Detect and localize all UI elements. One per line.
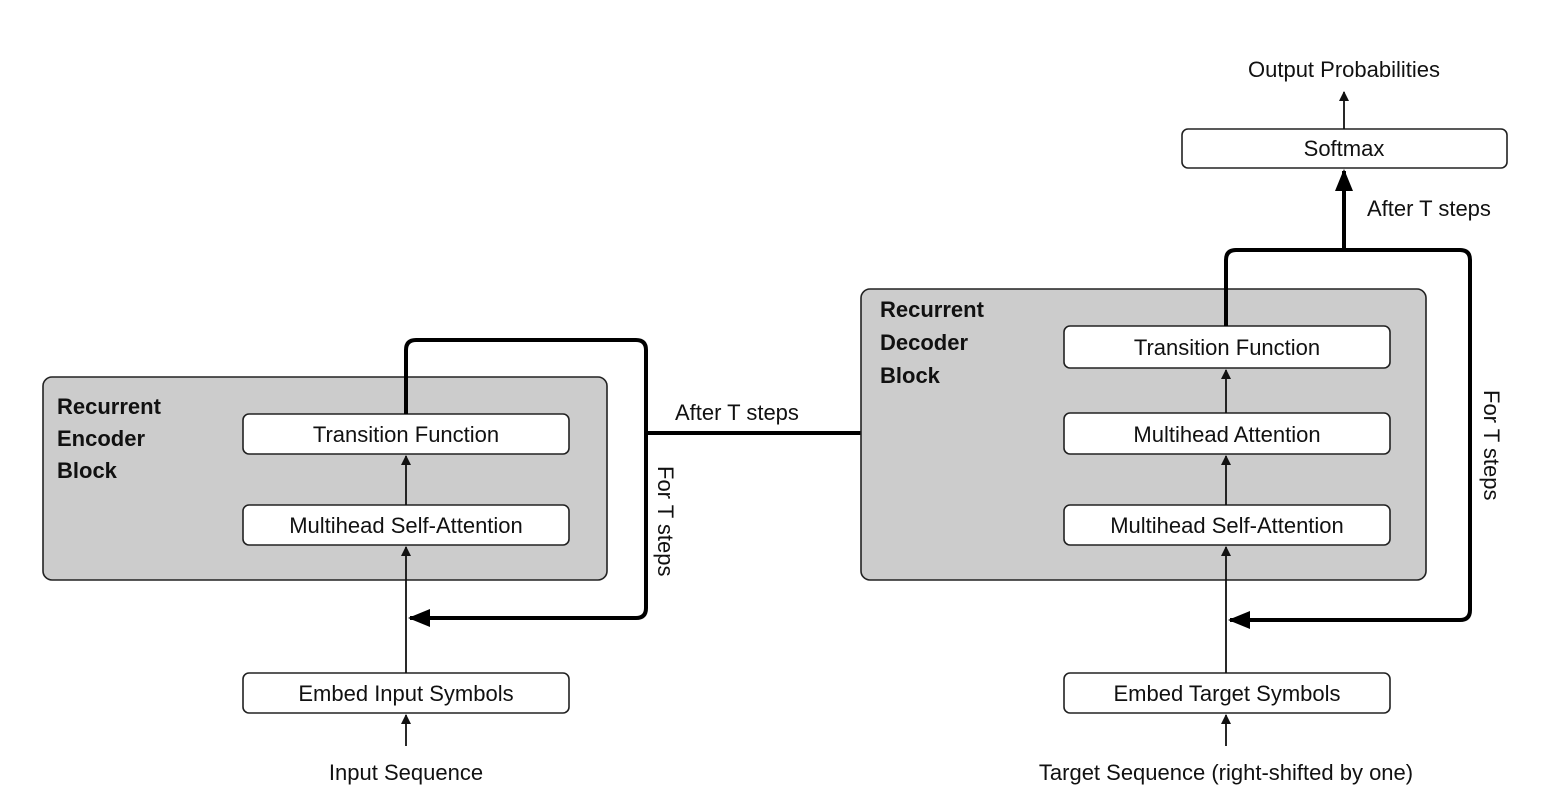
encoder-embed-label: Embed Input Symbols [298,681,513,706]
decoder-embed-box [1063,672,1391,714]
softmax-label: Softmax [1304,136,1385,161]
decoder-embed-label: Embed Target Symbols [1113,681,1340,706]
decoder-input-label: Target Sequence (right-shifted by one) [1039,760,1413,785]
decoder-transition-label: Transition Function [1134,335,1320,360]
decoder-attention-label: Multihead Attention [1133,422,1320,447]
encoder-input-label: Input Sequence [329,760,483,785]
decoder-self-attention-label: Multihead Self-Attention [1110,513,1344,538]
bridge-after-label: After T steps [675,400,799,425]
encoder-title-line-3: Block [57,458,118,483]
encoder-self-attention-label: Multihead Self-Attention [289,513,523,538]
encoder-transition-label: Transition Function [313,422,499,447]
encoder-loop-label: For T steps [653,466,678,576]
decoder-self-attention-box [1063,504,1391,546]
decoder-attention-box [1063,412,1391,455]
decoder-loop-arrow [1224,248,1472,629]
decoder-title-line-2: Decoder [880,330,968,355]
output-after-label: After T steps [1367,196,1491,221]
encoder-loop-arrow [404,338,648,627]
encoder-title-line-1: Recurrent [57,394,162,419]
decoder-loop-label: For T steps [1479,390,1504,500]
decoder-title-line-3: Block [880,363,941,388]
decoder-title-line-1: Recurrent [880,297,985,322]
output-probabilities-label: Output Probabilities [1248,57,1440,82]
encoder-title-line-2: Encoder [57,426,145,451]
